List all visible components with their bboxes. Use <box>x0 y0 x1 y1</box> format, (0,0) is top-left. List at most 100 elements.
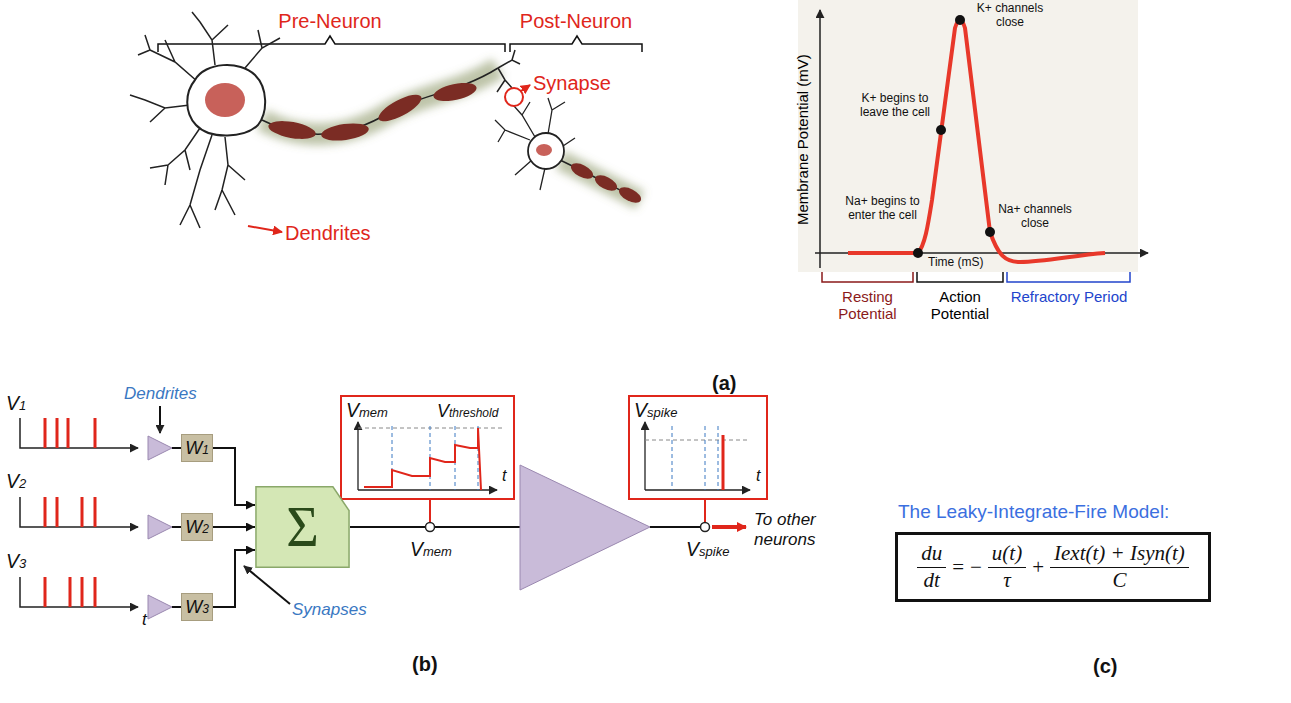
buffer-triangle <box>148 436 172 460</box>
neuron-illustration <box>536 144 552 156</box>
signal-name: Vspike <box>686 538 729 560</box>
action-potential-graph <box>955 15 965 25</box>
probe <box>429 500 431 522</box>
phase-label: Action Potential <box>915 288 1005 323</box>
amplifier-triangle <box>520 465 650 590</box>
spike-train <box>45 418 95 448</box>
neuron-illustration <box>521 85 530 91</box>
neuron-illustration <box>497 50 520 92</box>
spike-train <box>20 577 138 607</box>
equation-heading: The Leaky-Integrate-Fire Model: <box>898 501 1169 523</box>
spike-plot <box>644 422 645 490</box>
panel-label: (c) <box>1093 655 1117 678</box>
spike-plot <box>645 489 750 490</box>
denominator: C <box>1050 567 1189 592</box>
axis-label: t <box>142 610 147 630</box>
action-potential-graph <box>1007 272 1130 282</box>
wire <box>172 448 181 607</box>
neuron-illustration <box>593 172 620 194</box>
neuron-illustration <box>180 135 212 228</box>
probe <box>704 500 706 522</box>
buffer-triangle <box>148 436 172 619</box>
wire <box>160 406 702 607</box>
membrane-plot <box>364 428 481 490</box>
plot-label: t <box>502 467 506 485</box>
probe <box>426 500 747 532</box>
neuron-illustration <box>187 65 265 136</box>
plot-label: Vthreshold <box>437 401 498 422</box>
signal-wire <box>213 448 255 505</box>
signal-name: V3 <box>6 550 26 572</box>
sigma-symbol: Σ <box>286 499 319 555</box>
axis-title: Membrane Potential (mV) <box>794 30 811 250</box>
neuron-illustration <box>130 95 190 122</box>
fraction: Iext(t) + Isyn(t)C <box>1050 542 1189 591</box>
equation: dudt=−u(t)τ+Iext(t) + Isyn(t)C <box>898 535 1208 599</box>
neuron-illustration <box>130 12 643 232</box>
wire <box>159 406 161 433</box>
graph-note: Na+ begins to enter the cell <box>845 195 920 223</box>
spike-train <box>20 418 138 607</box>
spike-train <box>45 577 95 607</box>
bracket <box>158 36 642 52</box>
numerator: u(t) <box>988 542 1026 566</box>
spike-train <box>45 418 95 607</box>
callout-label: Synapse <box>533 72 611 95</box>
membrane-plot <box>392 426 478 490</box>
fraction: dudt <box>917 542 946 591</box>
neuron-illustration <box>267 80 478 144</box>
operator: − <box>970 555 982 580</box>
action-potential-graph <box>798 0 1138 272</box>
neuron-illustration <box>569 160 644 206</box>
neuron-illustration <box>205 83 245 117</box>
neuron-illustration <box>320 121 370 144</box>
plot-label: t <box>756 467 760 485</box>
probe <box>426 523 435 532</box>
weight-box: W1 <box>181 434 213 462</box>
denominator: τ <box>988 567 1026 592</box>
signal-name: V2 <box>6 470 26 492</box>
neuron-illustration <box>130 12 520 228</box>
graph-note: Na+ channels close <box>995 203 1075 231</box>
panel-label: (a) <box>712 372 736 395</box>
spike-plot <box>645 440 748 441</box>
neuron-illustration <box>267 118 317 142</box>
neuron-illustration <box>528 133 564 169</box>
neuron-illustration <box>432 80 478 105</box>
callout-label: Synapses <box>292 600 367 620</box>
phase-label: Refractory Period <box>1010 288 1128 305</box>
neuron-illustration <box>150 128 200 185</box>
neuron-illustration <box>248 226 282 232</box>
neuron-illustration <box>505 88 523 106</box>
spike-plot <box>722 435 725 490</box>
weight-box: W3 <box>181 593 213 621</box>
buffer-triangle <box>148 515 172 539</box>
weight-label: W1 <box>185 438 209 459</box>
spike-plot <box>672 426 718 490</box>
membrane-plot <box>357 422 358 490</box>
neuron-illustration <box>495 98 575 190</box>
callout-label: Dendrites <box>124 384 197 404</box>
signal-wire <box>213 526 255 528</box>
neuron-illustration <box>375 90 425 127</box>
panel-title: Pre-Neuron <box>278 10 381 33</box>
fraction: u(t)τ <box>988 542 1026 591</box>
plot-box: VmemVthresholdt <box>340 395 515 500</box>
signal-name: Vmem <box>410 538 452 560</box>
neuron-illustration <box>495 98 575 190</box>
summation-shape <box>256 487 349 567</box>
numerator: du <box>917 542 946 566</box>
wire <box>650 526 702 528</box>
probe <box>712 525 746 529</box>
operator: + <box>1032 555 1044 580</box>
panel-title: Post-Neuron <box>520 10 632 33</box>
action-potential-graph <box>917 272 1003 282</box>
probe <box>701 523 710 532</box>
spike-train <box>45 497 95 527</box>
membrane-plot <box>358 428 505 429</box>
weight-label: W2 <box>185 517 209 538</box>
summation-block: Σ <box>255 486 350 568</box>
phase-label: Resting Potential <box>820 288 915 323</box>
neuron-illustration <box>617 184 644 206</box>
